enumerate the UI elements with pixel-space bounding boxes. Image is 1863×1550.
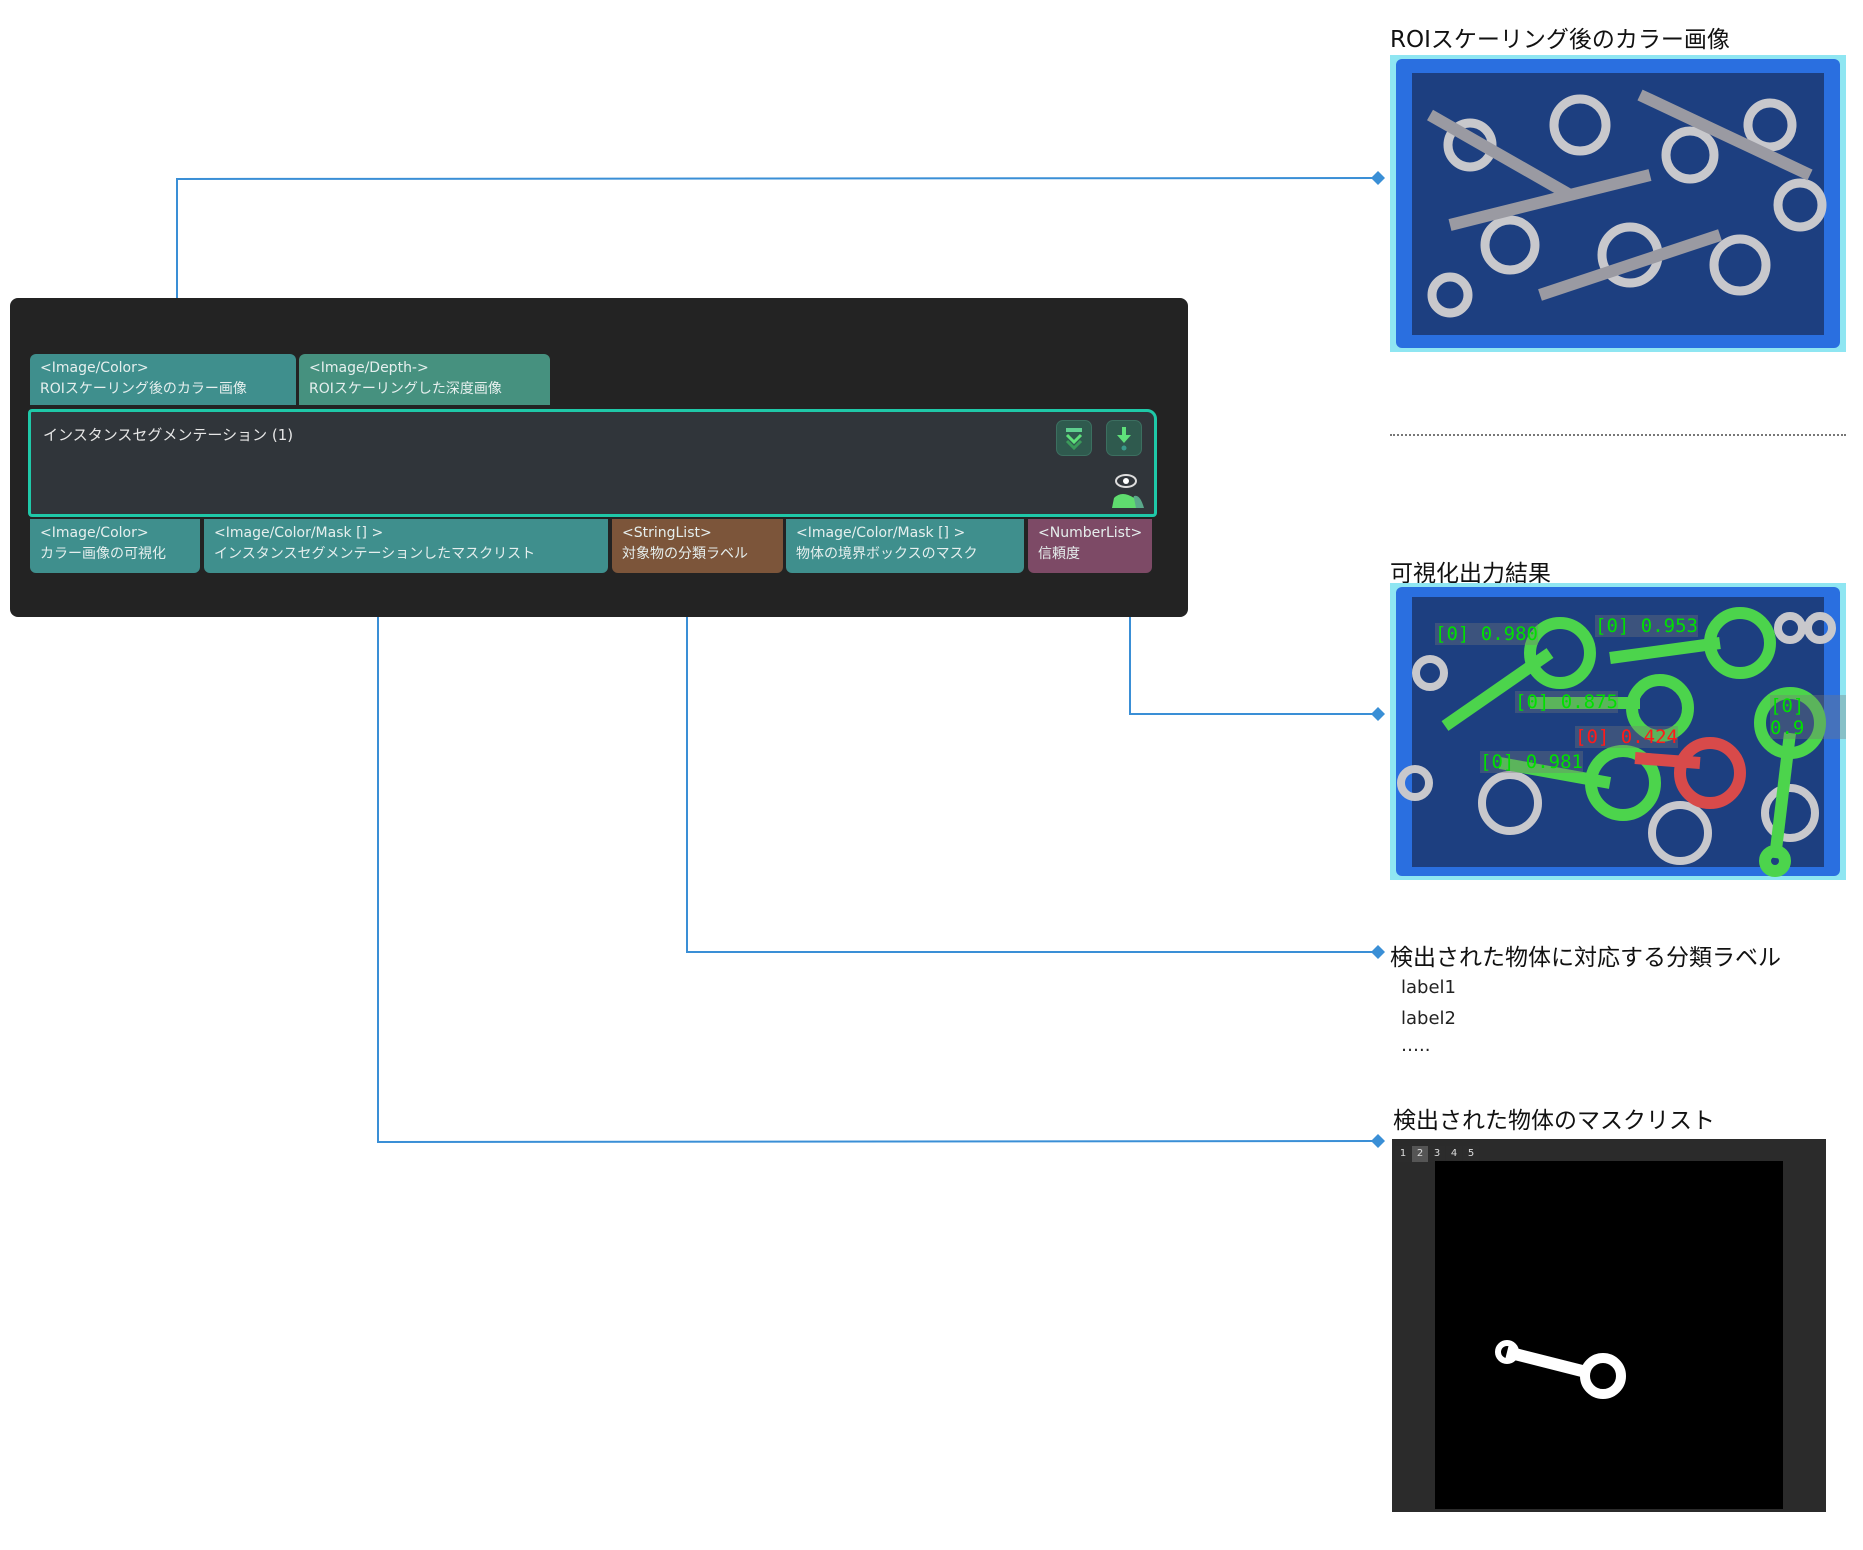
target-diamond <box>1371 707 1385 721</box>
node-title: インスタンスセグメンテーション (1) <box>43 426 294 444</box>
labels-title: 検出された物体に対応する分類ラベル <box>1390 945 1781 971</box>
mask-tab-5[interactable]: 5 <box>1463 1146 1479 1162</box>
download-button[interactable] <box>1106 420 1142 456</box>
target-diamond <box>1371 1134 1385 1148</box>
connection-mask-list <box>377 594 1379 1144</box>
port-type: <StringList> <box>622 525 712 541</box>
detection-label: [0] 0.953 <box>1595 615 1698 637</box>
port-label: カラー画像の可視化 <box>40 546 166 562</box>
port-label: 信頼度 <box>1038 546 1080 562</box>
port-label: ROIスケーリングした深度画像 <box>309 381 502 397</box>
mask-tab-3[interactable]: 3 <box>1429 1146 1445 1162</box>
visualization-image: [0] 0.980 [0] 0.953 [0] 0.875 [0] 0.424 … <box>1390 583 1846 880</box>
input-port-depth[interactable]: <Image/Depth-> ROIスケーリングした深度画像 <box>299 354 550 405</box>
port-type: <Image/Depth-> <box>309 360 429 376</box>
detection-label: [0] 0.424 <box>1575 726 1678 748</box>
mask-image <box>1435 1161 1783 1509</box>
port-label: インスタンスセグメンテーションしたマスクリスト <box>214 546 536 562</box>
visualize-icon[interactable] <box>1106 472 1146 512</box>
input-port-color[interactable]: <Image/Color> ROIスケーリング後のカラー画像 <box>30 354 296 405</box>
output-port-visualization[interactable]: <Image/Color> カラー画像の可視化 <box>30 519 200 573</box>
mask-tab-4[interactable]: 4 <box>1446 1146 1462 1162</box>
roi-color-title: ROIスケーリング後のカラー画像 <box>1390 27 1730 53</box>
collapse-button[interactable] <box>1056 420 1092 456</box>
detection-label: [0] 0.980 <box>1435 623 1538 645</box>
roi-color-image <box>1390 55 1846 352</box>
output-port-bbox-mask[interactable]: <Image/Color/Mask [] > 物体の境界ボックスのマスク <box>786 519 1024 573</box>
label-item: label2 <box>1401 1008 1456 1029</box>
mask-tab-2[interactable]: 2 <box>1412 1146 1428 1162</box>
detection-label: [0] 0.875 <box>1515 691 1618 713</box>
visualization-title: 可視化出力結果 <box>1390 561 1551 587</box>
port-label: ROIスケーリング後のカラー画像 <box>40 381 247 397</box>
visualization-scene <box>1390 583 1846 880</box>
port-type: <NumberList> <box>1038 525 1143 541</box>
target-diamond <box>1371 945 1385 959</box>
port-type: <Image/Color/Mask [] > <box>214 525 384 541</box>
port-label: 対象物の分類ラベル <box>622 546 748 562</box>
connection-labels <box>686 594 1378 953</box>
output-port-labels[interactable]: <StringList> 対象物の分類ラベル <box>612 519 783 573</box>
label-item: label1 <box>1401 977 1456 998</box>
mask-tab-1[interactable]: 1 <box>1395 1146 1411 1162</box>
output-port-mask-list[interactable]: <Image/Color/Mask [] > インスタンスセグメンテーションした… <box>204 519 608 573</box>
connection-color-input <box>176 177 1379 340</box>
output-port-confidence[interactable]: <NumberList> 信頼度 <box>1028 519 1152 573</box>
port-label: 物体の境界ボックスのマスク <box>796 546 978 562</box>
label-item: ….. <box>1401 1035 1431 1056</box>
port-type: <Image/Color> <box>40 525 149 541</box>
instance-segmentation-node[interactable]: インスタンスセグメンテーション (1) <box>28 409 1157 517</box>
detection-label: [0] 0.9 <box>1770 695 1846 739</box>
mask-list-title: 検出された物体のマスクリスト <box>1393 1108 1715 1134</box>
port-type: <Image/Color/Mask [] > <box>796 525 966 541</box>
download-icon <box>1117 427 1131 451</box>
target-diamond <box>1371 171 1385 185</box>
detection-label: [0] 0.981 <box>1480 751 1583 773</box>
collapse-icon <box>1065 428 1083 451</box>
port-type: <Image/Color> <box>40 360 149 376</box>
divider <box>1390 434 1846 436</box>
